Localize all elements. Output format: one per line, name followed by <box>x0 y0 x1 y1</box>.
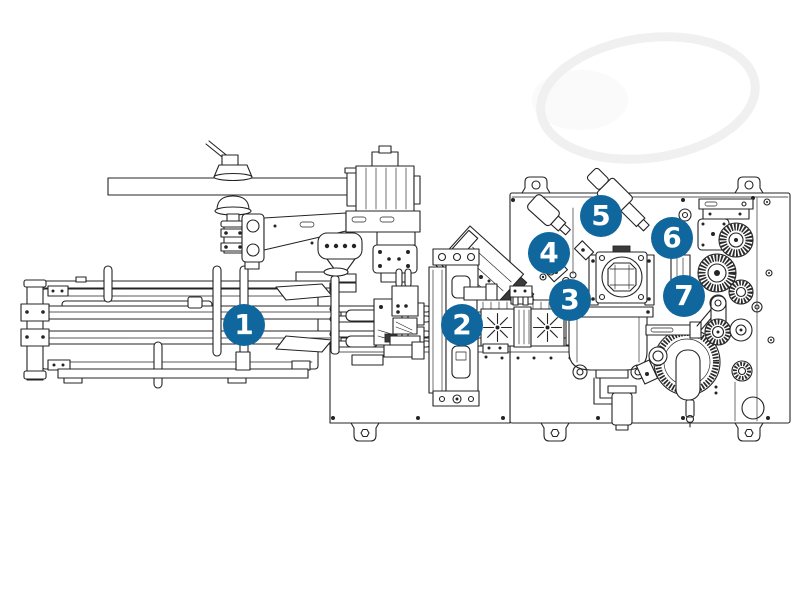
motor-unit <box>344 145 421 283</box>
callout-7-label: 7 <box>674 279 694 312</box>
callout-5: 5 <box>580 195 622 237</box>
inclined-cylinder <box>527 194 571 236</box>
gripper-bracket <box>317 232 363 355</box>
callout-5-label: 5 <box>591 199 611 232</box>
callout-1-label: 1 <box>234 308 254 341</box>
callout-6: 6 <box>651 217 693 259</box>
gear-cluster <box>670 198 763 313</box>
lower-housing <box>564 306 654 431</box>
watermark <box>532 32 760 164</box>
callout-2-label: 2 <box>452 308 472 341</box>
star-feed-wheels <box>476 295 579 354</box>
roller-mechanism <box>635 294 753 428</box>
callout-7: 7 <box>663 275 705 317</box>
callout-4-label: 4 <box>539 236 559 269</box>
callout-3: 3 <box>549 279 591 321</box>
die-unit <box>588 245 655 306</box>
clamp-bracket <box>383 268 425 360</box>
valve-assembly <box>205 140 347 270</box>
callout-1: 1 <box>223 304 265 346</box>
callout-4: 4 <box>528 232 570 274</box>
callout-2: 2 <box>441 304 483 346</box>
callout-3-label: 3 <box>560 283 580 316</box>
callout-6-label: 6 <box>662 221 682 254</box>
